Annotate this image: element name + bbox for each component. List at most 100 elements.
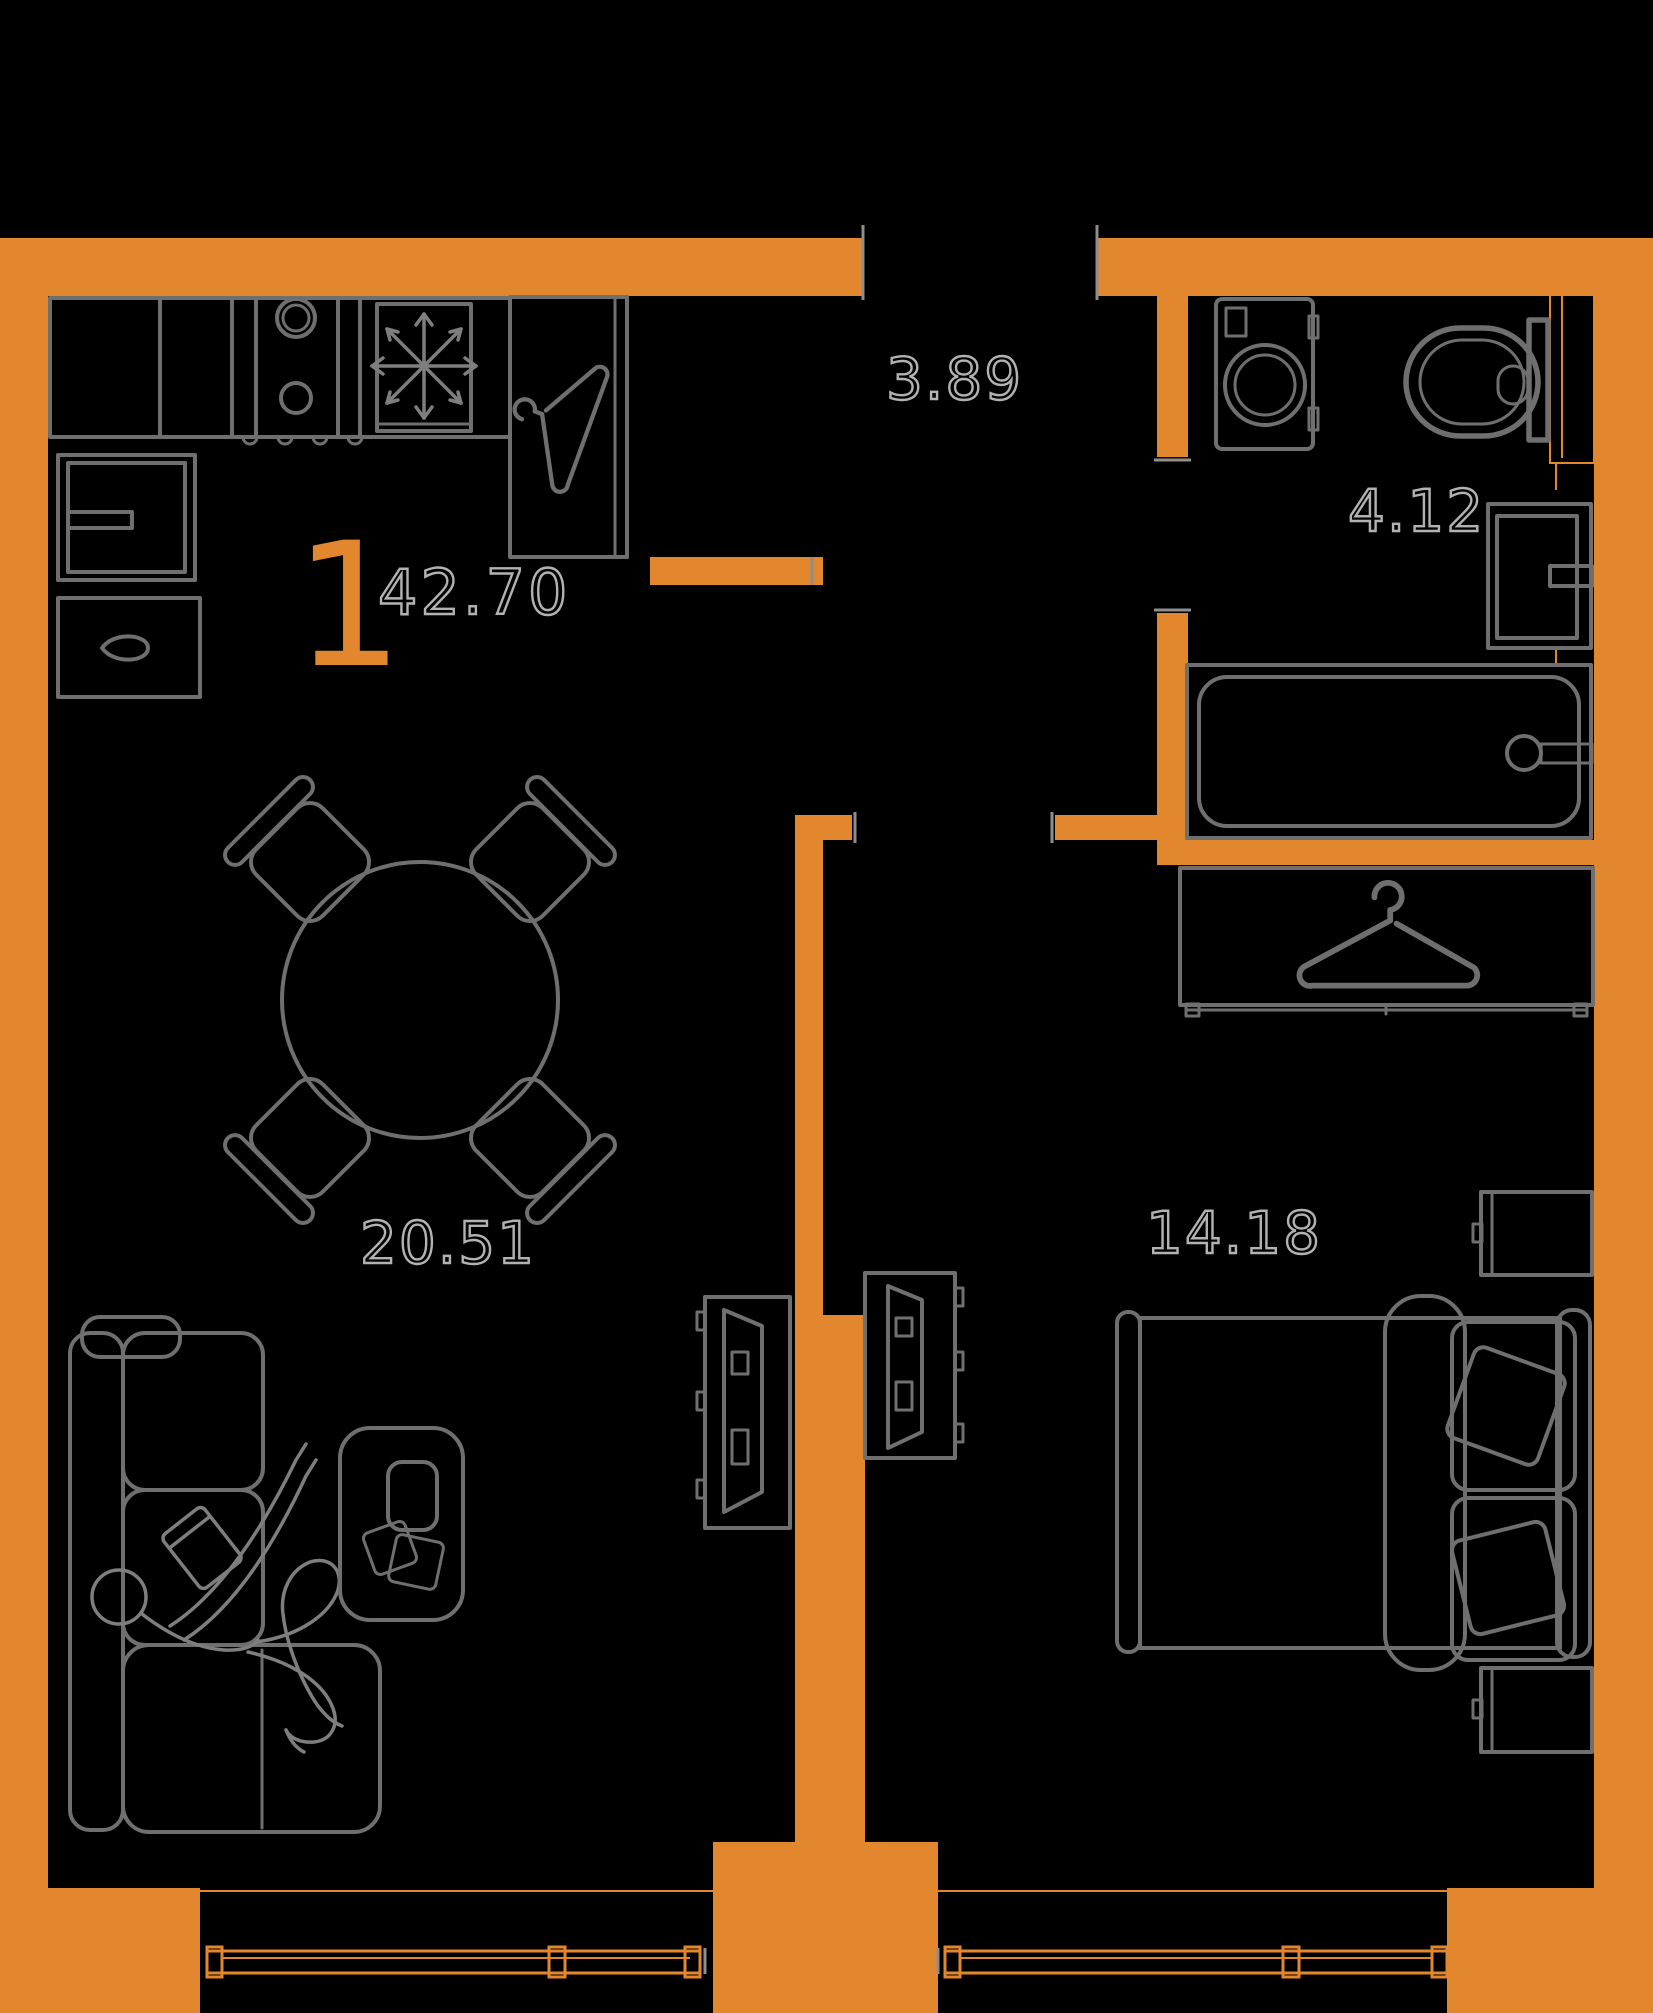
pillow-bottom: [1449, 1496, 1577, 1662]
tv-unit-living: [695, 1295, 792, 1530]
nightstand-bottom: [1471, 1666, 1594, 1754]
pillow-top: [1445, 1320, 1577, 1492]
washer-tab: [1307, 314, 1320, 340]
dining-chair: [468, 775, 617, 924]
handle: [346, 435, 364, 446]
tv-bracket: [730, 1428, 750, 1466]
kitchen: [48, 296, 512, 699]
window-end-cap: [943, 1945, 962, 1979]
window-mullion: [1281, 1945, 1301, 1979]
stove: [275, 297, 317, 415]
person-reading: [90, 1442, 344, 1754]
bed: [1115, 1294, 1592, 1672]
person-arm: [182, 1458, 318, 1642]
coffee-table-item: [387, 1533, 445, 1591]
bathroom-sink: [1486, 502, 1594, 650]
pillow: [1445, 1345, 1567, 1467]
tv-unit-bedroom: [863, 1271, 965, 1460]
burner-large-inner: [281, 303, 311, 333]
toilet-flush: [1496, 364, 1530, 406]
washer-door-inner: [1233, 353, 1297, 417]
coffee-table: [338, 1426, 465, 1622]
tv-tab: [695, 1310, 707, 1332]
wall-living-bedroom-ext: [823, 1315, 865, 1848]
bedroom: [863, 866, 1595, 1754]
wall-bathroom-upper: [1157, 296, 1188, 457]
tv-bracket: [894, 1380, 914, 1412]
sink-tap: [1548, 564, 1594, 588]
person-head: [90, 1568, 148, 1626]
sofa-armrest: [80, 1315, 182, 1359]
cabinet-handles: [241, 435, 364, 446]
toilet: [1403, 317, 1551, 443]
tv-bracket: [894, 1316, 914, 1338]
tv-tab: [695, 1478, 707, 1500]
dining-table: [280, 860, 560, 1140]
tv-cabinet: [703, 1295, 792, 1530]
washer-door: [1223, 343, 1307, 427]
shaft-outline: [1549, 289, 1595, 464]
headboard: [1555, 1308, 1592, 1659]
person-book: [161, 1505, 243, 1591]
bathroom: [1185, 297, 1594, 840]
tv-screen: [886, 1284, 924, 1450]
washing-machine: [1214, 297, 1320, 451]
bathtub: [1185, 663, 1594, 840]
wall-living-bedroom: [795, 815, 823, 1848]
toilet-bowl: [1403, 325, 1541, 439]
washer-tab: [1307, 406, 1320, 432]
snowflake-icon: [370, 312, 478, 420]
washer-body: [1214, 297, 1315, 451]
dining-chair: [223, 1076, 372, 1225]
person-foot: [316, 1704, 344, 1728]
pillow-base: [1450, 1320, 1577, 1492]
wardrobe-foot: [1572, 1002, 1589, 1018]
burner-large: [275, 297, 317, 339]
wall-bedroom-door-stub: [823, 815, 852, 840]
pillow: [1449, 1519, 1567, 1637]
coffee-table-tray: [386, 1460, 439, 1532]
wardrobe: [1178, 866, 1595, 1018]
window-frame: [205, 1949, 702, 1975]
tub-outer: [1185, 663, 1593, 840]
window-living: [205, 1945, 707, 1979]
person-leg: [254, 1558, 342, 1708]
wall-top-left: [0, 238, 863, 296]
tub-tap: [1539, 742, 1594, 765]
tv-tab: [695, 1390, 707, 1412]
window-frame: [943, 1949, 1449, 1975]
hallway-area-label: 3.89: [885, 345, 1024, 413]
hanger-icon: [512, 364, 610, 494]
tv-tab: [953, 1286, 965, 1308]
wall-bathroom-bottom: [1157, 840, 1594, 865]
washer-drawer: [1224, 306, 1248, 338]
toilet-bowl-inner: [1418, 338, 1526, 426]
wardrobe-foot: [1184, 1002, 1201, 1018]
tv-screen: [722, 1308, 764, 1514]
wall-center-pier: [713, 1842, 938, 2013]
hall-closet: [508, 295, 629, 559]
nightstand-body: [1479, 1666, 1594, 1754]
pillow-base: [1450, 1496, 1577, 1662]
footboard: [1115, 1310, 1142, 1654]
window-end-cap: [1430, 1945, 1449, 1979]
cabinet-inner: [66, 461, 187, 574]
window-bedroom: [936, 1945, 1449, 1979]
coffee-table-top: [338, 1426, 465, 1622]
tv-bracket: [730, 1350, 750, 1376]
sink-cabinet: [56, 596, 202, 699]
burner-small: [279, 381, 313, 415]
nightstand-body: [1479, 1190, 1594, 1277]
person-arm: [168, 1442, 308, 1628]
tub-drain: [1505, 734, 1543, 772]
tv-tab: [953, 1350, 965, 1372]
cabinet-shelf: [66, 510, 134, 530]
dining-chair: [468, 1076, 617, 1225]
door-openings: [810, 225, 1191, 843]
wall-top-right: [1098, 238, 1653, 296]
wall-bedroom-door-right: [1055, 815, 1157, 840]
sofa-chaise: [121, 1643, 382, 1834]
window-end-cap: [683, 1945, 702, 1979]
tv-cabinet: [863, 1271, 957, 1460]
